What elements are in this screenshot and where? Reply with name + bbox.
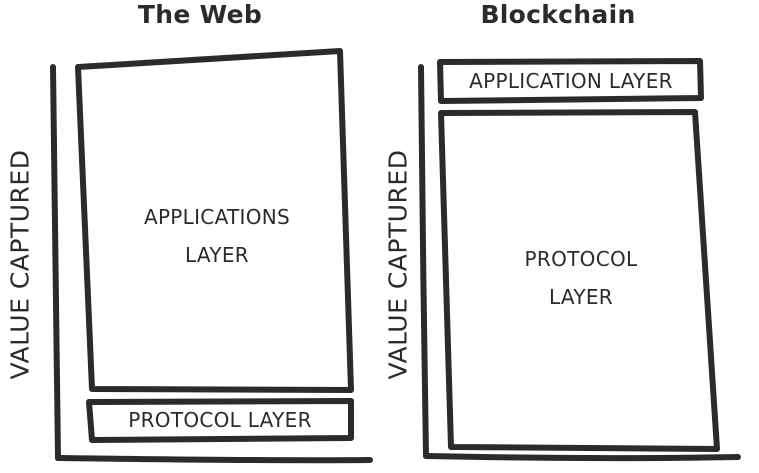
blockchain-y-axis (418, 64, 429, 459)
web-protocol-box (86, 398, 354, 443)
web-axis-label: VALUE CAPTURED (5, 149, 35, 380)
web-y-axis (50, 64, 61, 461)
web-x-axis (55, 455, 373, 464)
blockchain-protocol-box (438, 109, 720, 452)
web-title: The Web (137, 0, 263, 29)
blockchain-x-axis (423, 453, 741, 462)
blockchain-title: Blockchain (480, 0, 636, 29)
blockchain-axis-label: VALUE CAPTURED (383, 149, 413, 380)
web-protocol-layer-label: PROTOCOL LAYER (128, 408, 312, 432)
web-application-box (75, 48, 354, 393)
blockchain-protocol-layer-label: PROTOCOL LAYER (524, 247, 638, 309)
blockchain-application-box (437, 58, 704, 104)
web-application-layer-label: APPLICATIONS LAYER (143, 205, 291, 267)
blockchain-application-layer-label: APPLICATION LAYER (469, 69, 673, 93)
